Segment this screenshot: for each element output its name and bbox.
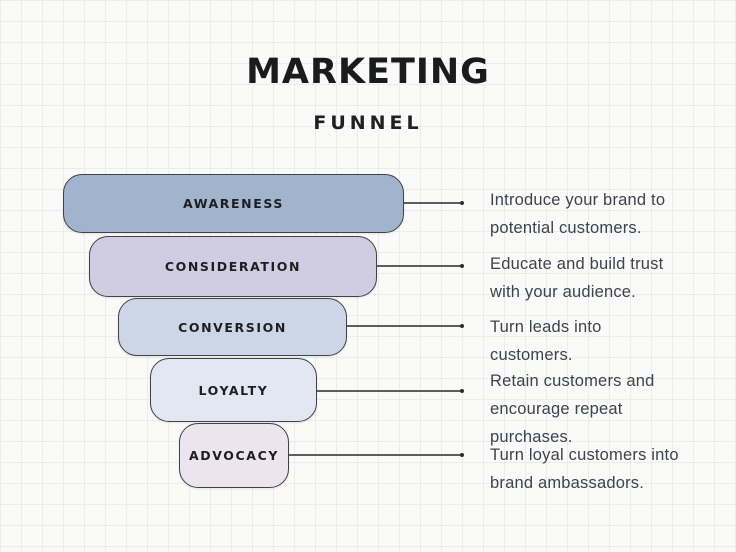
stage-label: CONVERSION — [178, 319, 287, 335]
stage-description: Introduce your brand to potential custom… — [490, 191, 666, 237]
page-subtitle: FUNNEL — [313, 112, 423, 134]
funnel-stage-loyalty: LOYALTY — [150, 358, 317, 422]
funnel-stage-conversion: CONVERSION — [118, 298, 347, 356]
arrow-dot — [459, 323, 464, 328]
funnel-stage-consideration: CONSIDERATION — [89, 236, 377, 297]
stage-description: Retain customers and encourage repeat pu… — [490, 372, 655, 446]
stage-label: ADVOCACY — [188, 448, 279, 463]
connector-arrow — [404, 200, 464, 205]
stage-label: AWARENESS — [182, 196, 285, 211]
stage-label: CONSIDERATION — [164, 259, 302, 274]
stage-description: Turn leads into customers. — [490, 318, 602, 364]
arrow-dot — [459, 452, 464, 457]
stage-description: Educate and build trust with your audien… — [490, 255, 664, 301]
arrow-dot — [459, 263, 464, 268]
page-title: MARKETING — [246, 52, 490, 92]
connector-arrow — [377, 263, 464, 268]
connector-arrow — [289, 452, 464, 457]
connector-arrow — [347, 323, 464, 328]
arrow-dot — [459, 388, 464, 393]
funnel-stage-awareness: AWARENESS — [63, 174, 404, 233]
stage-label: LOYALTY — [198, 382, 269, 398]
funnel-stage-advocacy: ADVOCACY — [179, 423, 289, 488]
connector-arrow — [317, 388, 464, 393]
stage-description: Turn loyal customers into brand ambassad… — [490, 446, 679, 492]
arrow-dot — [459, 200, 464, 205]
